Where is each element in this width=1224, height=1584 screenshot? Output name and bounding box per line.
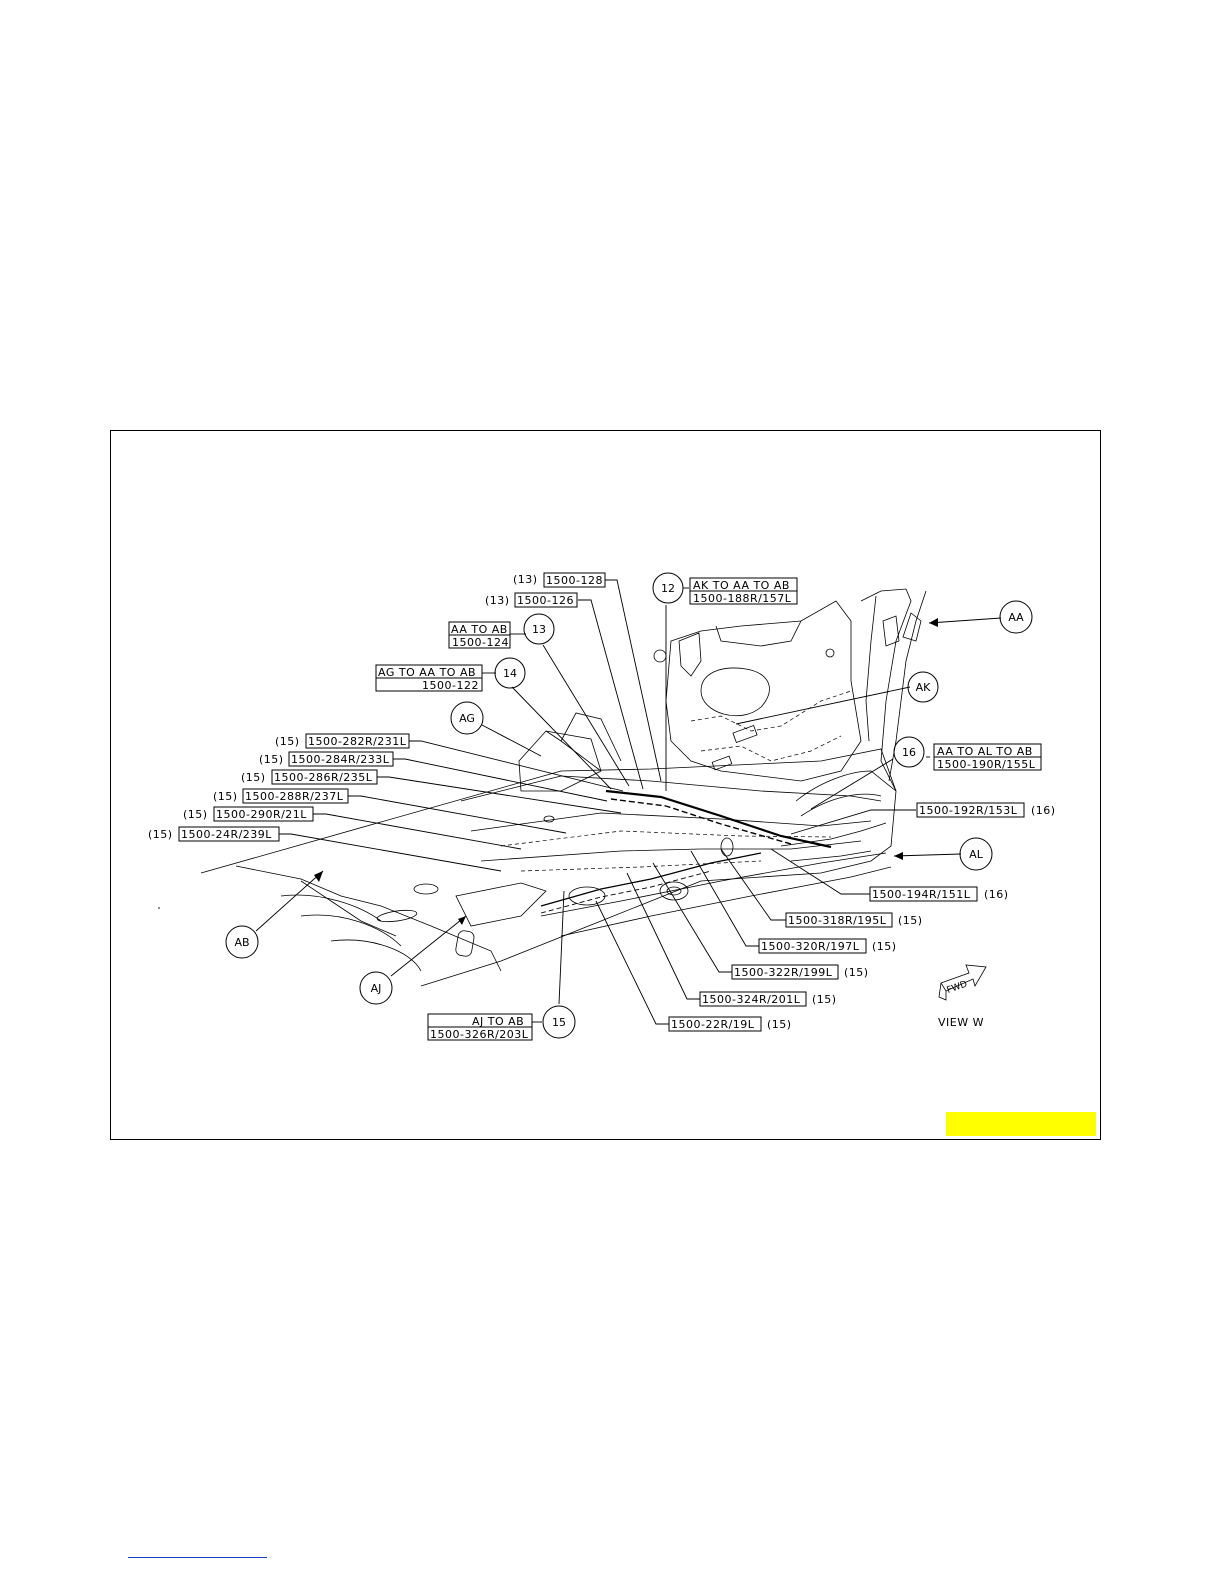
zone-label: AL xyxy=(969,848,984,861)
callout-route: AA TO AL TO AB xyxy=(937,745,1033,758)
fwd-label: FWD xyxy=(946,979,969,996)
footer-rule xyxy=(128,1557,267,1558)
callout-bubble: 12 xyxy=(661,582,675,595)
callout-1500-284R: (15) 1500-284R/233L xyxy=(259,751,394,767)
wiring-diagram: FWD xyxy=(148,572,1056,1041)
fwd-arrow-icon: FWD xyxy=(938,964,987,1001)
callout-qty: (13) xyxy=(513,573,538,586)
callout-qty: (15) xyxy=(844,966,869,979)
callout-part: 1500-288R/237L xyxy=(245,790,344,803)
callout-1500-322R: 1500-322R/199L (15) xyxy=(731,964,869,980)
callout-part: 1500-190R/155L xyxy=(937,758,1036,771)
callout-qty: (15) xyxy=(275,735,300,748)
callout-1500-288R: (15) 1500-288R/237L xyxy=(213,788,349,804)
callout-part: 1500-126 xyxy=(517,594,574,607)
callout-12: 12 AK TO AA TO AB 1500-188R/157L xyxy=(652,572,798,605)
callout-1500-128: (13) 1500-128 xyxy=(513,572,606,588)
callout-part: 1500-124 xyxy=(452,636,509,649)
callout-qty: (16) xyxy=(1031,804,1056,817)
callout-1500-194R: 1500-194R/151L (16) xyxy=(869,886,1009,902)
callout-1500-320R: 1500-320R/197L (15) xyxy=(758,938,897,954)
zone-label: AA xyxy=(1008,611,1024,624)
callout-qty: (16) xyxy=(984,888,1009,901)
callout-route: AA TO AB xyxy=(451,623,508,636)
callout-bubble: 13 xyxy=(532,623,546,636)
zone-label: AB xyxy=(234,936,249,949)
callout-route: AG TO AA TO AB xyxy=(378,666,476,679)
callout-1500-22R: 1500-22R/19L (15) xyxy=(668,1016,792,1032)
zone-AB: AB xyxy=(225,925,259,959)
view-caption: VIEW W xyxy=(938,1016,984,1029)
callout-route: AJ TO AB xyxy=(472,1015,524,1028)
callout-14: AG TO AA TO AB 1500-122 14 xyxy=(375,657,526,692)
callout-qty: (15) xyxy=(259,753,284,766)
callout-part: 1500-320R/197L xyxy=(761,940,860,953)
callout-qty: (15) xyxy=(767,1018,792,1031)
callout-route: AK TO AA TO AB xyxy=(693,579,790,592)
callout-bubble: 14 xyxy=(503,667,517,680)
callout-part: 1500-24R/239L xyxy=(181,828,272,841)
callout-1500-24R: (15) 1500-24R/239L xyxy=(148,826,280,842)
callout-qty: (15) xyxy=(872,940,897,953)
callout-qty: (15) xyxy=(148,828,173,841)
callout-part: 1500-324R/201L xyxy=(702,993,801,1006)
callout-1500-126: (13) 1500-126 xyxy=(485,592,578,608)
callout-qty: (15) xyxy=(812,993,837,1006)
callout-1500-282R: (15) 1500-282R/231L xyxy=(275,733,410,749)
callout-part: 1500-192R/153L xyxy=(919,804,1018,817)
callout-part: 1500-282R/231L xyxy=(308,735,407,748)
callout-16: 16 AA TO AL TO AB 1500-190R/155L xyxy=(893,736,1042,771)
callout-part: 1500-188R/157L xyxy=(693,592,792,605)
callout-part: 1500-128 xyxy=(546,574,603,587)
zone-AL: AL xyxy=(959,837,993,871)
callout-part: 1500-290R/21L xyxy=(216,808,307,821)
zone-label: AJ xyxy=(371,982,382,995)
callout-bubble: 15 xyxy=(552,1016,566,1029)
leader-lines xyxy=(255,579,1002,1025)
callout-part: 1500-326R/203L xyxy=(430,1028,529,1041)
callout-1500-192R: 1500-192R/153L (16) xyxy=(916,802,1056,818)
callout-1500-318R: 1500-318R/195L (15) xyxy=(785,912,923,928)
zone-AJ: AJ xyxy=(359,971,393,1005)
callout-part: 1500-284R/233L xyxy=(291,753,390,766)
figure-frame: FWD xyxy=(110,430,1101,1140)
callout-qty: (15) xyxy=(213,790,238,803)
zone-AA: AA xyxy=(999,600,1033,634)
zone-AK: AK xyxy=(907,671,939,703)
callout-qty: (15) xyxy=(241,771,266,784)
highlight-strip xyxy=(946,1112,1096,1136)
callout-15: AJ TO AB 1500-326R/203L 15 xyxy=(427,1005,576,1041)
callout-bubble: 16 xyxy=(902,746,916,759)
floor-pan-drawing: FWD xyxy=(158,588,987,1001)
callout-part: 1500-122 xyxy=(422,679,479,692)
callout-qty: (15) xyxy=(898,914,923,927)
callout-part: 1500-22R/19L xyxy=(671,1018,755,1031)
callout-qty: (15) xyxy=(183,808,208,821)
callout-1500-324R: 1500-324R/201L (15) xyxy=(699,991,837,1007)
callout-1500-286R: (15) 1500-286R/235L xyxy=(241,769,378,785)
callout-part: 1500-194R/151L xyxy=(872,888,971,901)
zone-label: AG xyxy=(459,712,475,725)
callout-13: AA TO AB 1500-124 13 xyxy=(448,613,555,649)
callout-part: 1500-322R/199L xyxy=(734,966,833,979)
callout-part: 1500-286R/235L xyxy=(274,771,373,784)
zone-label: AK xyxy=(916,681,932,694)
zone-AG: AG xyxy=(450,701,484,735)
callout-qty: (13) xyxy=(485,594,510,607)
callout-1500-290R: (15) 1500-290R/21L xyxy=(183,806,314,822)
callout-part: 1500-318R/195L xyxy=(788,914,887,927)
